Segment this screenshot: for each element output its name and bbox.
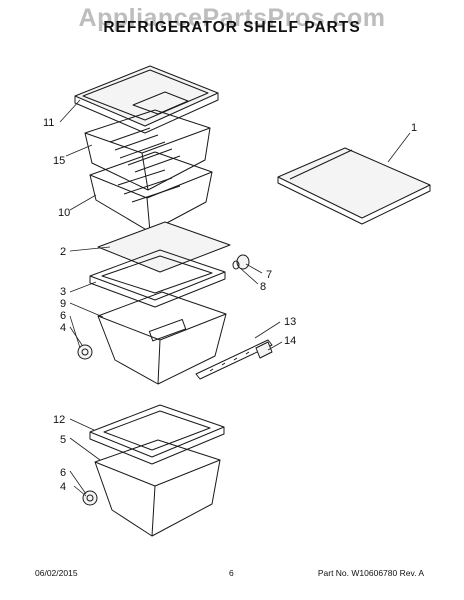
callout-5: 5 xyxy=(60,434,67,446)
callout-14: 14 xyxy=(284,335,297,347)
page-title: REFRIGERATOR SHELF PARTS xyxy=(103,19,361,36)
footer-part-number: Part No. W10606780 Rev. A xyxy=(317,568,424,578)
callout-3: 3 xyxy=(60,286,67,298)
crisper-cover-frame-11 xyxy=(74,65,219,134)
crisper-frame-3 xyxy=(89,249,226,308)
callout-12: 12 xyxy=(53,414,66,426)
callout-11: 11 xyxy=(43,117,55,129)
callout-7: 7 xyxy=(266,269,273,281)
clip-14 xyxy=(255,341,273,359)
slide-rail-13 xyxy=(195,339,273,380)
footer-page-number: 6 xyxy=(229,568,234,578)
callout-13: 13 xyxy=(284,316,297,328)
callout-4: 4 xyxy=(60,322,67,334)
crisper-drawer-5 xyxy=(94,439,221,537)
callout-4b: 4 xyxy=(60,481,67,493)
callout-15: 15 xyxy=(53,155,66,167)
watermark: AppliancePartsPros.com xyxy=(78,4,386,32)
humidity-knob-4b xyxy=(82,490,98,506)
crisper-drawer-9 xyxy=(97,291,227,385)
roller-7 xyxy=(232,254,250,270)
callout-10: 10 xyxy=(58,207,71,219)
pan-15 xyxy=(84,109,211,191)
shelf-glass-1 xyxy=(277,147,431,225)
footer-date: 06/02/2015 xyxy=(35,568,78,578)
leader-lines xyxy=(59,99,411,497)
callout-6b: 6 xyxy=(60,467,67,479)
callout-6: 6 xyxy=(60,310,67,322)
callout-8: 8 xyxy=(260,281,267,293)
callout-9: 9 xyxy=(60,298,67,310)
humidity-knob-4 xyxy=(77,344,93,360)
pan-10 xyxy=(89,151,213,233)
callout-1: 1 xyxy=(411,122,418,134)
crisper-cover-frame-12 xyxy=(89,404,225,465)
callout-2: 2 xyxy=(60,246,67,258)
glass-insert-2 xyxy=(97,221,231,273)
